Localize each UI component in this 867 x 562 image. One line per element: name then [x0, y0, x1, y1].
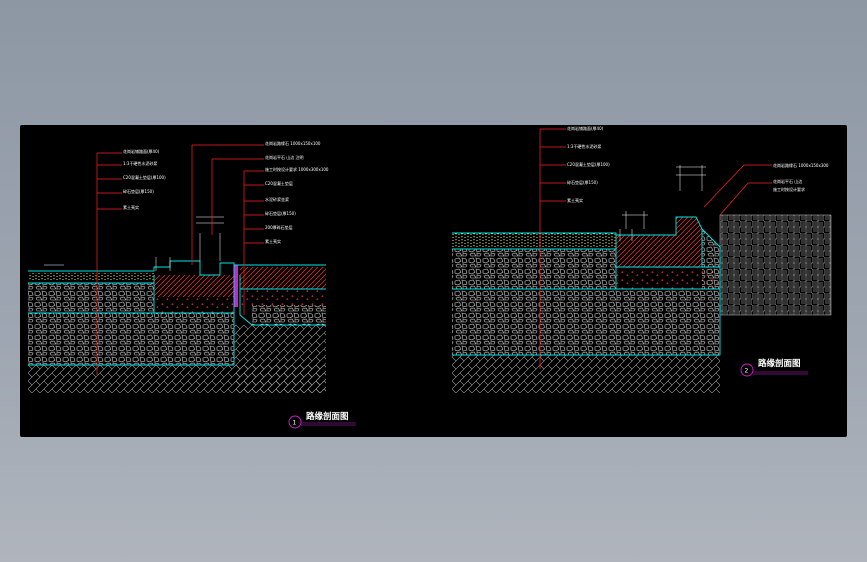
- section-1-left-callout: 1:3干硬性水泥砂浆: [123, 160, 157, 166]
- section-1-right-callout: 花岗岩平石 山边 注明: [265, 154, 304, 160]
- section-2-left-callout: 碎石垫层(厚150): [567, 179, 598, 185]
- section-2-left-callout: 素土夷实: [567, 197, 583, 203]
- section-2-brick-wall: [720, 215, 831, 315]
- section-1-concrete-bed: [154, 297, 234, 313]
- section-2-soil-base: [452, 355, 720, 393]
- section-1-right-soil: [234, 325, 326, 393]
- section-1-mid-leader: [191, 144, 264, 265]
- section-1-title-block: 1 路缘剖面图: [288, 411, 356, 429]
- section-1-outline: [28, 260, 326, 366]
- section-2-right-callout: 花岗岩路缘石 1000x150x300: [773, 162, 829, 168]
- section-1-drawing: [28, 144, 326, 393]
- section-1-right-aggregate: [252, 305, 326, 325]
- section-1-right-callout: 花岗岩路缘石 1000x150x100: [265, 140, 321, 146]
- section-1-right-callout: C20混凝土垫层: [265, 180, 293, 186]
- section-1-right-callout: 碎石垫层(厚150): [265, 210, 296, 216]
- section-1-number: 1: [293, 420, 297, 427]
- section-2-drawing: [452, 128, 832, 393]
- section-2-concrete-bed: [616, 267, 720, 289]
- section-1-right-redspeck: [240, 289, 326, 305]
- section-1-aggregate-layer: [28, 313, 234, 365]
- section-1-right-callout: 素土夷实: [265, 238, 281, 244]
- section-2-left-leader: [539, 128, 566, 369]
- section-2-number-circle: [740, 363, 754, 377]
- section-2-right-leader: [703, 164, 772, 216]
- cad-drawing-svg: 花岗岩铺路面(厚40) 1:3干硬性水泥砂浆 C20混凝土垫层(厚100) 碎石…: [28, 125, 832, 429]
- section-1-number-circle: [288, 415, 302, 429]
- section-2-title-block: 2 路缘剖面图: [740, 358, 808, 377]
- section-2-curb-block: [616, 235, 676, 267]
- section-1-edge-post: [234, 265, 238, 307]
- section-2-title: 路缘剖面图: [758, 358, 801, 369]
- section-2-left-callout: C20混凝土垫层(厚100): [567, 161, 610, 167]
- section-1-curb-block: [154, 275, 234, 297]
- section-1-right-leader: [243, 170, 264, 315]
- section-2-dimension-lines: [619, 165, 706, 241]
- section-1-title: 路缘剖面图: [306, 411, 349, 422]
- section-1-left-leader: [96, 152, 122, 375]
- section-1-left-callout: 碎石垫层(厚150): [123, 188, 154, 194]
- section-2-left-callout: 花岗岩铺路面(厚40): [567, 125, 604, 131]
- section-1-right-callout: 水泥砂浆坐浆: [265, 196, 289, 202]
- section-1-left-callout: 素土夷实: [123, 204, 139, 210]
- section-2-left-callout: 1:3干硬性水泥砂浆: [567, 143, 601, 149]
- section-2-number: 2: [745, 368, 749, 375]
- section-1-dimension-lines: [155, 216, 224, 271]
- section-2-raised-curb: [676, 217, 702, 267]
- section-1-right-callout: 200厚碎石垫层: [265, 224, 293, 230]
- section-1-left-callout: 花岗岩铺路面(厚40): [123, 148, 160, 154]
- section-2-outline: [452, 216, 721, 356]
- section-1-right-callout: 施工时按设计要求 1000x300x100: [265, 166, 329, 172]
- section-2-paving-surface: [452, 233, 616, 247]
- section-2-aggregate-layer: [452, 289, 720, 355]
- section-1-gravel-layer: [28, 283, 154, 313]
- section-1-left-callout: C20混凝土垫层(厚100): [123, 174, 166, 180]
- section-1-paving-surface: [28, 273, 154, 281]
- section-2-right-callout: 施工时按设计要求: [773, 186, 805, 192]
- section-2-gravel-layer: [452, 249, 616, 289]
- cad-drawing-canvas: 花岗岩铺路面(厚40) 1:3干硬性水泥砂浆 C20混凝土垫层(厚100) 碎石…: [20, 125, 847, 437]
- section-2-right-callout: 花岗岩平石 山边: [773, 178, 802, 184]
- section-1-right-concrete: [240, 267, 326, 289]
- section-2-side-fill: [702, 229, 720, 289]
